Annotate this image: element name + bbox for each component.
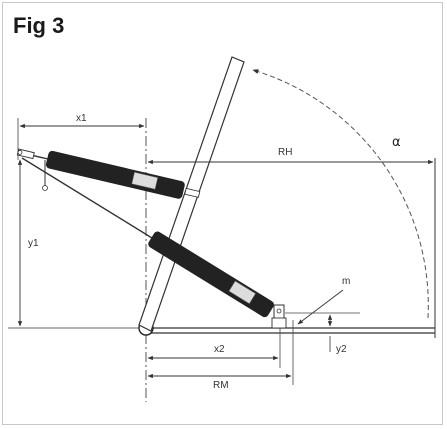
figure-title: Fig 3 [13,13,65,38]
gas-spring-lower [21,157,274,318]
label-y1: y1 [28,238,39,249]
label-rh: RH [278,147,292,158]
label-x1: x1 [76,113,87,124]
base-line [8,158,436,338]
lower-mount-bracket [271,304,287,329]
label-y2: y2 [336,344,347,355]
label-m: m [342,276,350,287]
angle-alpha-arc [252,69,429,319]
label-rm: RM [213,380,229,391]
label-x2: x2 [214,344,225,355]
dimension-x2 [147,312,281,368]
gas-spring-upper [16,148,201,199]
leader-m [297,289,344,325]
dimension-x1 [17,118,145,160]
upper-spring-bracket-pin [42,185,48,191]
dimension-rm [147,320,294,385]
label-alpha: α [392,135,401,150]
dimension-y2 [285,312,360,352]
figure-frame: Fig 3 [2,2,443,425]
